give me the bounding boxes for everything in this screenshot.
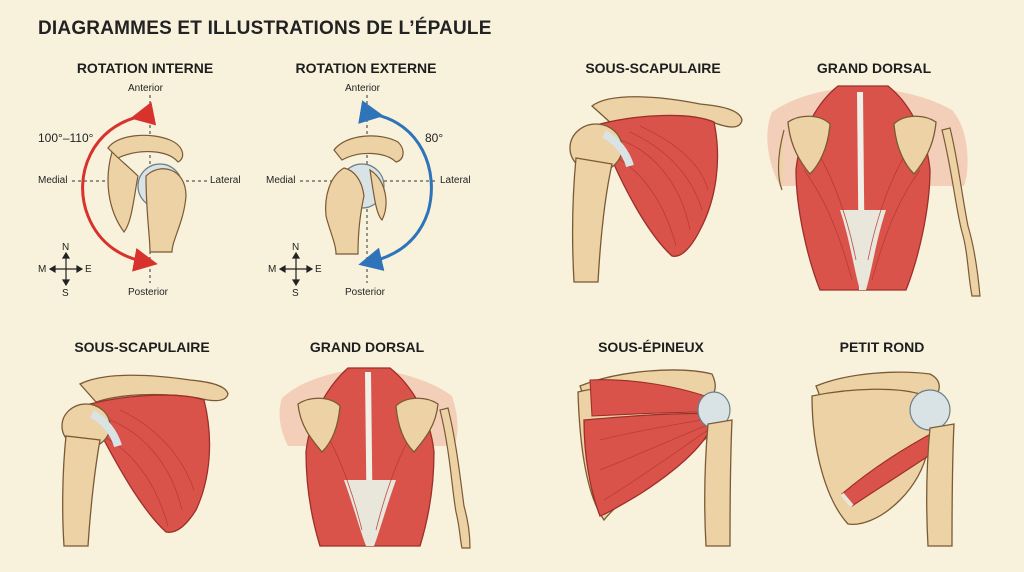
bottom-teres-minor-illustration (0, 0, 1024, 572)
